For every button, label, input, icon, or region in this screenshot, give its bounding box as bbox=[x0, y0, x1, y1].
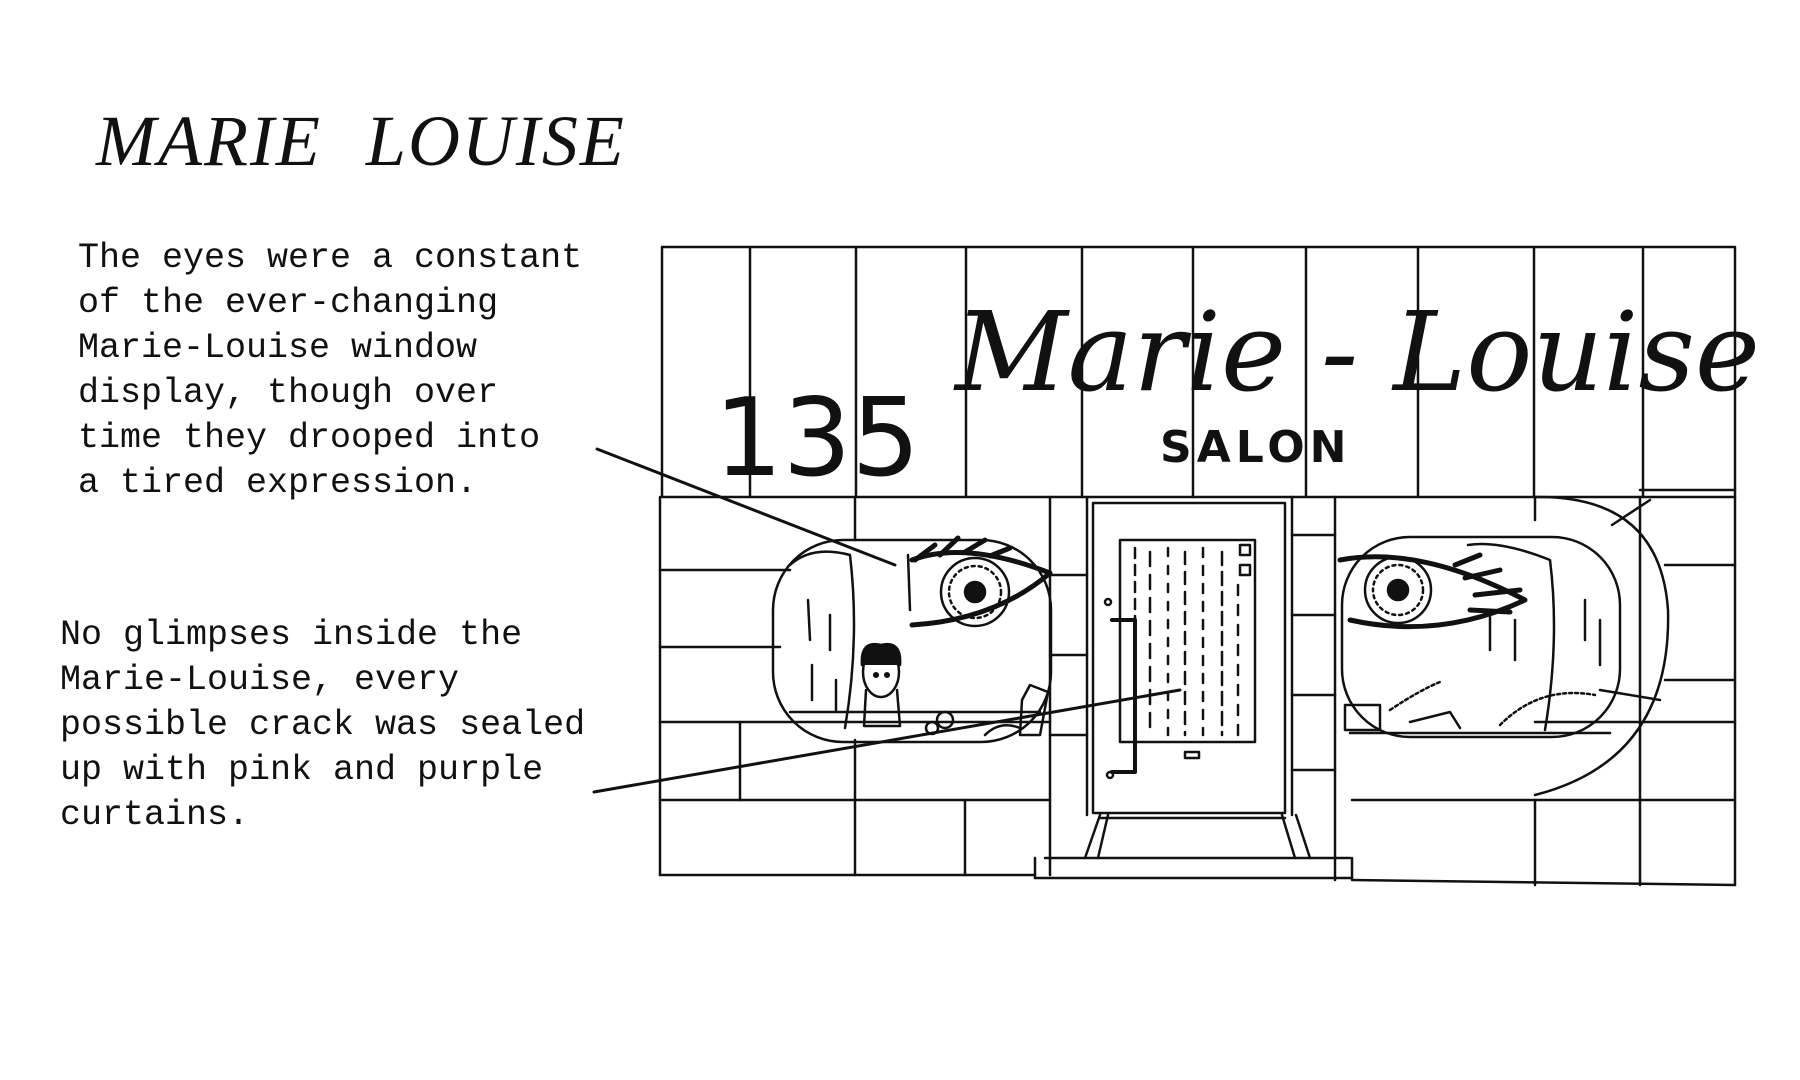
display-prop bbox=[935, 710, 955, 730]
caption-line: up with pink and purple bbox=[60, 750, 544, 790]
step-tread bbox=[1280, 813, 1297, 860]
caption-line: Marie-Louise, every bbox=[60, 660, 460, 700]
sign-board bbox=[660, 245, 1737, 499]
mannequin-head-icon bbox=[860, 642, 902, 728]
curtain-drape bbox=[788, 550, 856, 730]
step-tread bbox=[1083, 813, 1102, 860]
caption-line: time they drooped into bbox=[78, 418, 541, 458]
door-sticker bbox=[1238, 563, 1252, 577]
caption-line: of the ever-changing bbox=[78, 283, 499, 323]
step-tread bbox=[1294, 813, 1312, 860]
door-frame bbox=[1091, 501, 1287, 815]
eye-icon bbox=[1337, 552, 1528, 630]
window-frame bbox=[1340, 535, 1622, 739]
page-title: MARIE LOUISE bbox=[96, 101, 626, 181]
caption-curtains: No glimpses inside the Marie-Louise, eve… bbox=[60, 613, 585, 838]
caption-eyes: The eyes were a constant of the ever-cha… bbox=[78, 236, 582, 506]
curtain-drape bbox=[1466, 542, 1556, 732]
entrance-door bbox=[1091, 501, 1287, 815]
display-prop bbox=[983, 723, 1022, 737]
leader-line-eyes bbox=[595, 447, 897, 567]
left-display-window bbox=[771, 535, 1053, 744]
right-display-window bbox=[1337, 535, 1622, 739]
door-sticker bbox=[1238, 543, 1252, 557]
step-tread bbox=[1096, 813, 1110, 860]
display-fern bbox=[1498, 691, 1597, 727]
caption-line: display, though over bbox=[78, 373, 499, 413]
curtain-fold bbox=[806, 598, 812, 642]
wall-base bbox=[1350, 878, 1737, 887]
caption-line: a tired expression. bbox=[78, 463, 478, 503]
caption-line: No glimpses inside the bbox=[60, 615, 523, 655]
door-mail-slot bbox=[1183, 750, 1201, 760]
caption-line: Marie-Louise window bbox=[78, 328, 478, 368]
bay-window-seam bbox=[1598, 688, 1662, 702]
curtain-drape bbox=[906, 553, 912, 612]
leader-line-curtains bbox=[592, 688, 1182, 794]
door-glass-panel bbox=[1118, 538, 1257, 744]
sign-salon: SALON bbox=[1160, 422, 1351, 473]
lower-wall bbox=[658, 488, 1737, 887]
caption-line: The eyes were a constant bbox=[78, 238, 583, 278]
caption-line: curtains. bbox=[60, 795, 250, 835]
sign-number: 135 bbox=[714, 376, 920, 501]
eye-icon bbox=[909, 535, 1053, 628]
display-prop bbox=[1343, 703, 1382, 732]
sign-name: Marie - Louise bbox=[953, 288, 1760, 416]
door-handle-icon bbox=[1103, 597, 1137, 780]
display-fern bbox=[1388, 680, 1442, 712]
bay-window-curve bbox=[1533, 495, 1670, 797]
sign-board-frame bbox=[660, 245, 1737, 499]
entrance-piers bbox=[1048, 495, 1337, 882]
display-prop bbox=[1408, 710, 1462, 730]
bay-window-seam bbox=[1610, 498, 1652, 527]
entrance-step bbox=[1033, 813, 1354, 880]
caption-line: possible crack was sealed bbox=[60, 705, 586, 745]
